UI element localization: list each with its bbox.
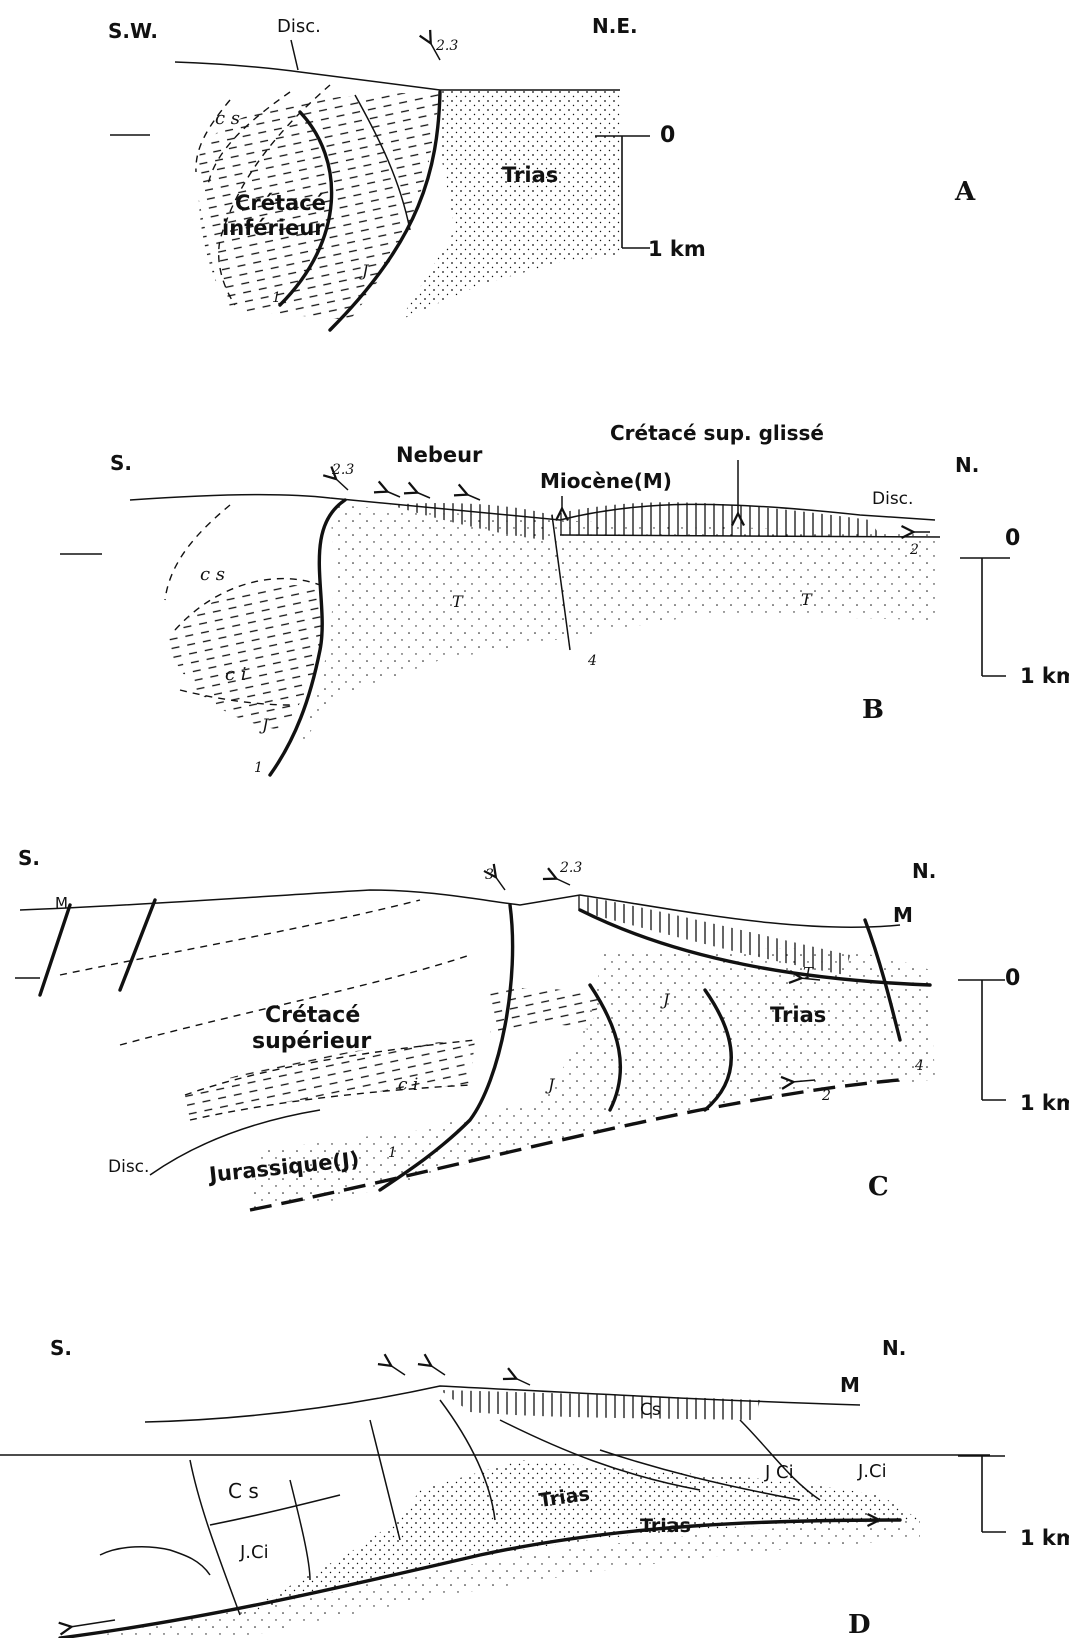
panel-a-fault-1-label: 1 xyxy=(272,290,281,306)
panel-c-m-right-label: M xyxy=(893,903,913,927)
panel-a-ne-label: N.E. xyxy=(592,14,638,38)
panel-c-fault-left-2 xyxy=(120,900,155,990)
panel-c-letter: C xyxy=(868,1172,889,1202)
panel-c-m-left-label: M xyxy=(55,894,68,912)
panel-c-disc-label: Disc. xyxy=(108,1157,149,1177)
panel-c-t-label: T xyxy=(803,964,814,982)
panel-c-ci-label: c i xyxy=(398,1075,418,1095)
panel-c-s-label: S. xyxy=(18,846,40,870)
panel-b-n-label: N. xyxy=(955,453,979,477)
panel-a-disc-label: Disc. xyxy=(277,16,321,37)
panel-b-t1-label: T xyxy=(452,592,464,611)
panel-c-superieur-label: supérieur xyxy=(252,1029,371,1054)
panel-c-n-label: N. xyxy=(912,859,936,883)
panel-d-trias2-label: Trias xyxy=(640,1515,691,1537)
panel-a-letter: A xyxy=(954,177,976,207)
panel-c-fault-4-label: 4 xyxy=(914,1058,924,1074)
panel-c-contact-1 xyxy=(60,900,420,975)
panel-b-disc-label: Disc. xyxy=(872,489,913,509)
panel-b-t2-label: T xyxy=(801,590,813,609)
panel-b-trias-fill xyxy=(290,505,940,765)
panel-b: S. N. Nebeur Miocène(M) Crétacé sup. gli… xyxy=(60,421,1069,776)
panel-d-fault-mid-1 xyxy=(370,1420,400,1540)
panel-c-scale-zero: 0 xyxy=(1005,966,1020,991)
panel-b-fault-23-label: 2.3 xyxy=(331,462,354,478)
panel-b-fault-4-label: 4 xyxy=(587,653,597,669)
panel-d-jci-mid-label: J Ci xyxy=(764,1462,794,1483)
panel-b-miocene-label: Miocène(M) xyxy=(540,469,672,493)
panel-c-scale-km: 1 km xyxy=(1020,1091,1069,1115)
panel-b-fault-2-label: 2 xyxy=(909,542,919,558)
panel-a-fault-23-label: 2.3 xyxy=(435,38,458,54)
panel-a-trias-label: Trias xyxy=(502,163,558,187)
panel-b-fault-1-label: 1 xyxy=(254,760,263,776)
panel-d-scale-km: 1 km xyxy=(1020,1526,1069,1550)
panel-d-jci-left-label: J.Ci xyxy=(239,1542,269,1563)
panel-b-s-label: S. xyxy=(110,451,132,475)
panel-d-cs-left-label: C s xyxy=(228,1479,259,1503)
panel-c-cretace-label: Crétacé xyxy=(265,1003,360,1028)
panel-c: S. N. M M 3 2.3 2 4 1 Crétacé supérieur … xyxy=(15,846,1069,1210)
panel-b-ci-fill xyxy=(165,584,323,730)
panel-d-n-label: N. xyxy=(882,1336,906,1360)
panel-a-cretace-label: Crétacé xyxy=(235,191,326,215)
panel-a-inferieur-label: inférieur xyxy=(222,216,325,240)
panel-c-j2-label: J xyxy=(545,1075,556,1094)
panel-d-cs-upper-label: Cs xyxy=(640,1400,661,1420)
panel-d-letter: D xyxy=(848,1610,871,1638)
panel-d-fault-left-2 xyxy=(290,1480,310,1580)
panel-c-fault-3-label: 3 xyxy=(485,867,494,883)
panel-c-fault-left-1 xyxy=(40,905,70,995)
panel-a-sw-label: S.W. xyxy=(108,19,158,43)
panel-d: S. N. M Cs C s J.Ci J Ci J.Ci Trias Tria… xyxy=(0,1336,1069,1638)
panel-a: S.W. N.E. Disc. 2.3 c s Crétacé inférieu… xyxy=(108,14,976,330)
panel-c-fault-1-label: 1 xyxy=(388,1145,397,1161)
panel-b-scale-km: 1 km xyxy=(1020,664,1069,688)
panel-c-fault-23-label: 2.3 xyxy=(559,860,582,876)
panel-b-scale xyxy=(960,558,1010,676)
panel-b-contact-cs xyxy=(165,505,230,600)
panel-a-disc-line xyxy=(291,40,298,70)
panel-b-ci-label: c i xyxy=(225,664,247,685)
panel-a-scale-km: 1 km xyxy=(648,237,706,261)
panel-c-scale xyxy=(958,980,1006,1100)
panel-c-trias-label: Trias xyxy=(770,1003,826,1027)
panel-b-cs-label: c s xyxy=(200,564,225,585)
panel-a-cs-label: c s xyxy=(215,108,240,129)
panel-d-m-label: M xyxy=(840,1373,860,1397)
panel-a-scale-zero: 0 xyxy=(660,123,675,148)
panel-b-cretace-sup-glisse-label: Crétacé sup. glissé xyxy=(610,421,824,445)
panel-d-curly-contact xyxy=(100,1547,210,1575)
panel-b-scale-zero: 0 xyxy=(1005,526,1020,551)
panel-d-s-label: S. xyxy=(50,1336,72,1360)
panel-a-surface xyxy=(175,62,620,90)
panel-d-jci-right-label: J.Ci xyxy=(857,1461,887,1482)
panel-b-letter: B xyxy=(862,695,884,725)
panel-c-fault-2-label: 2 xyxy=(821,1088,831,1104)
panel-b-nebeur-label: Nebeur xyxy=(396,443,483,467)
panel-b-cretace-sup-glisse-fill xyxy=(550,502,880,536)
panel-d-scale xyxy=(958,1456,1006,1532)
